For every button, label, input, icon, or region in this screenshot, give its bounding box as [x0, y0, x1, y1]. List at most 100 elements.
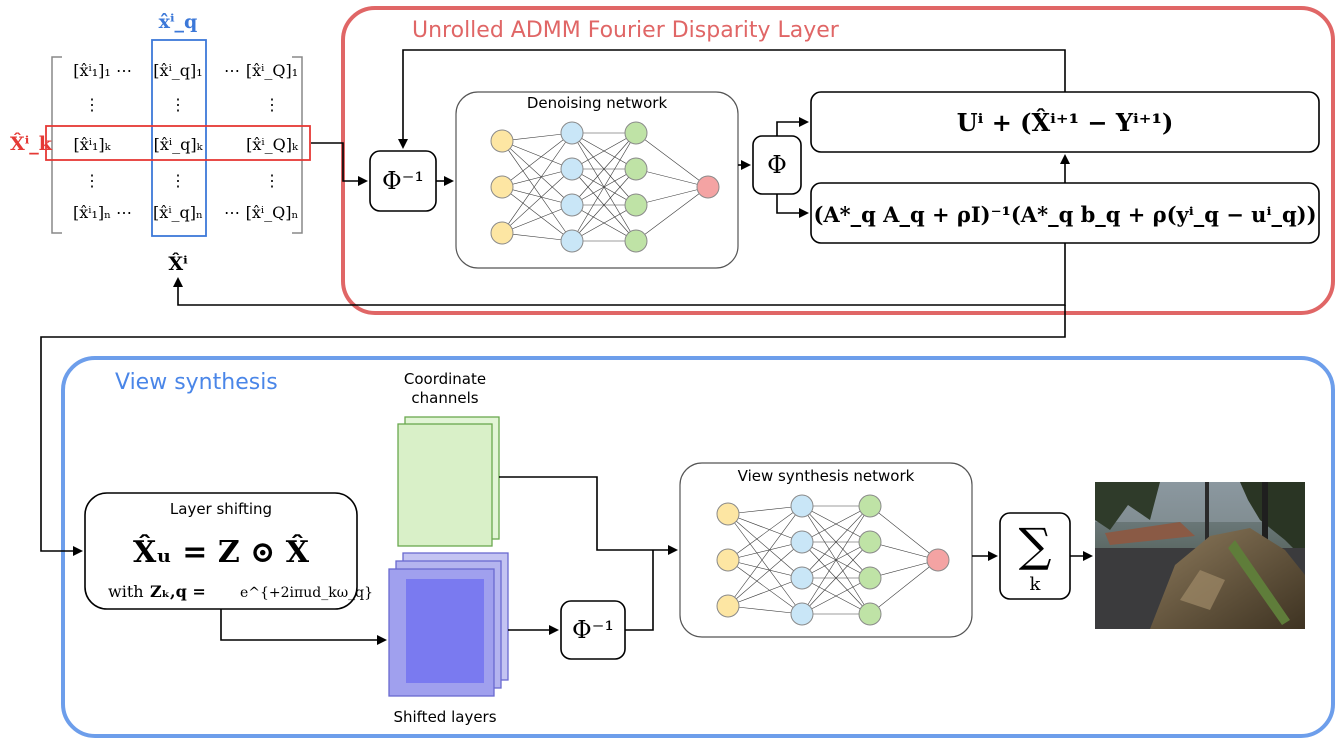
sum-symbol: ∑ [1019, 518, 1052, 572]
network-edge [801, 505, 871, 579]
network-edge [801, 541, 871, 615]
x-update-equation: (A*_q A_q + ρI)⁻¹(A*_q b_q + ρ(yⁱ_q − uⁱ… [813, 202, 1316, 227]
network-node [560, 229, 584, 253]
network-node [716, 502, 740, 526]
phi-label: Φ [767, 151, 787, 179]
network-edge [869, 541, 939, 561]
network-node [858, 566, 882, 590]
network-node [624, 229, 648, 253]
matrix-cell: ⋮ [170, 171, 186, 190]
network-edge [727, 541, 803, 607]
coordinate-channels-label-2: channels [411, 389, 478, 407]
matrix-row-highlight [45, 125, 311, 161]
matrix-cell: ⋯ [116, 61, 132, 80]
matrix-cell: [x̂ⁱ₁]ₖ [74, 135, 112, 154]
view-synthesis-network-box [679, 462, 973, 638]
denoising-network-graph [490, 121, 720, 253]
network-node [716, 548, 740, 572]
network-edge [501, 204, 573, 234]
network-edge [571, 132, 637, 170]
layer-matrix: x̂ⁱ_q X̂ⁱ_k [x̂ⁱ₁]₁⋯[x̂ⁱ_q]₁⋯[x̂ⁱ_Q]₁⋮⋮⋮… [10, 11, 311, 275]
network-node [790, 530, 814, 554]
network-edge [727, 559, 803, 615]
network-node [624, 193, 648, 217]
network-edge [869, 559, 939, 579]
network-edge [869, 559, 939, 615]
matrix-column-highlight [151, 39, 207, 237]
matrix-cell: ⋯ [224, 61, 240, 80]
network-node [790, 602, 814, 626]
matrix-cell: [x̂ⁱ_Q]₁ [246, 61, 298, 80]
synthesized-view-image [1095, 482, 1305, 629]
network-node [560, 157, 584, 181]
network-edge [727, 513, 803, 579]
network-edge [727, 541, 803, 561]
network-node [560, 121, 584, 145]
network-node [490, 129, 514, 153]
network-node [490, 175, 514, 199]
network-edge [501, 168, 573, 234]
phi-inverse-label: Φ⁻¹ [382, 167, 424, 195]
matrix-column-label: x̂ⁱ_q [159, 11, 198, 33]
matrix-cell: ⋯ [224, 203, 240, 222]
network-edge [571, 132, 637, 242]
network-edge [727, 505, 803, 515]
network-edge [801, 505, 871, 543]
network-node [624, 157, 648, 181]
view-synthesis-network-graph [716, 494, 950, 626]
network-node [858, 530, 882, 554]
matrix-cell: ⋮ [264, 95, 280, 114]
phi-inverse-label-bottom: Φ⁻¹ [572, 616, 614, 644]
matrix-cell: [x̂ⁱ_q]ₖ [154, 135, 204, 154]
network-node [790, 494, 814, 518]
matrix-cell: ⋮ [170, 95, 186, 114]
network-edge [727, 559, 803, 579]
network-edge [571, 168, 637, 242]
network-edge [801, 577, 871, 615]
network-edge [501, 132, 573, 142]
layer-shifting-with: with [108, 582, 144, 601]
layer-shifting-exponent: e^{+2iπud_kω_q} [240, 585, 373, 601]
network-node [490, 221, 514, 245]
network-edge [869, 505, 939, 561]
sum-index: k [1030, 574, 1042, 595]
matrix-cell: ⋮ [264, 171, 280, 190]
network-node [696, 175, 720, 199]
connector-arrows [40, 49, 1093, 645]
coordinate-channels-label-1: Coordinate [404, 370, 486, 388]
matrix-cell: ⋮ [84, 95, 100, 114]
denoising-network-box [455, 91, 739, 269]
network-edge [501, 140, 573, 206]
network-node [560, 193, 584, 217]
network-edge [501, 186, 573, 242]
network-edge [635, 168, 709, 188]
matrix-cell: [x̂ⁱ₁]ₙ [73, 203, 111, 222]
synthesis-panel-title: View synthesis [115, 370, 278, 395]
coordinate-channels-stack [397, 416, 500, 547]
network-edge [727, 505, 803, 561]
matrix-cell: ⋮ [84, 171, 100, 190]
network-edge [501, 186, 573, 206]
layer-shifting-title: Layer shifting [170, 500, 272, 518]
network-edge [801, 505, 871, 615]
network-edge [635, 186, 709, 242]
network-edge [727, 577, 803, 607]
matrix-row-label: X̂ⁱ_k [10, 133, 53, 155]
view-synthesis-network-title: View synthesis network [738, 467, 915, 485]
network-edge [501, 132, 573, 234]
network-edge [727, 513, 803, 615]
matrix-cell: [x̂ⁱ_q]ₙ [153, 203, 203, 222]
network-node [716, 594, 740, 618]
network-edge [571, 132, 637, 206]
synthesis-panel-frame [61, 356, 1335, 738]
network-edge [635, 186, 709, 206]
network-node [858, 494, 882, 518]
network-node [790, 566, 814, 590]
layer-shifting-equation: X̂ᵤ = Z ⊙ X̂ [133, 535, 310, 570]
network-node [858, 602, 882, 626]
layer-shifting-z: Zₖ,q = [150, 582, 206, 601]
matrix-cell: [x̂ⁱ₁]₁ [73, 61, 111, 80]
network-edge [727, 513, 803, 543]
network-edge [501, 140, 573, 170]
